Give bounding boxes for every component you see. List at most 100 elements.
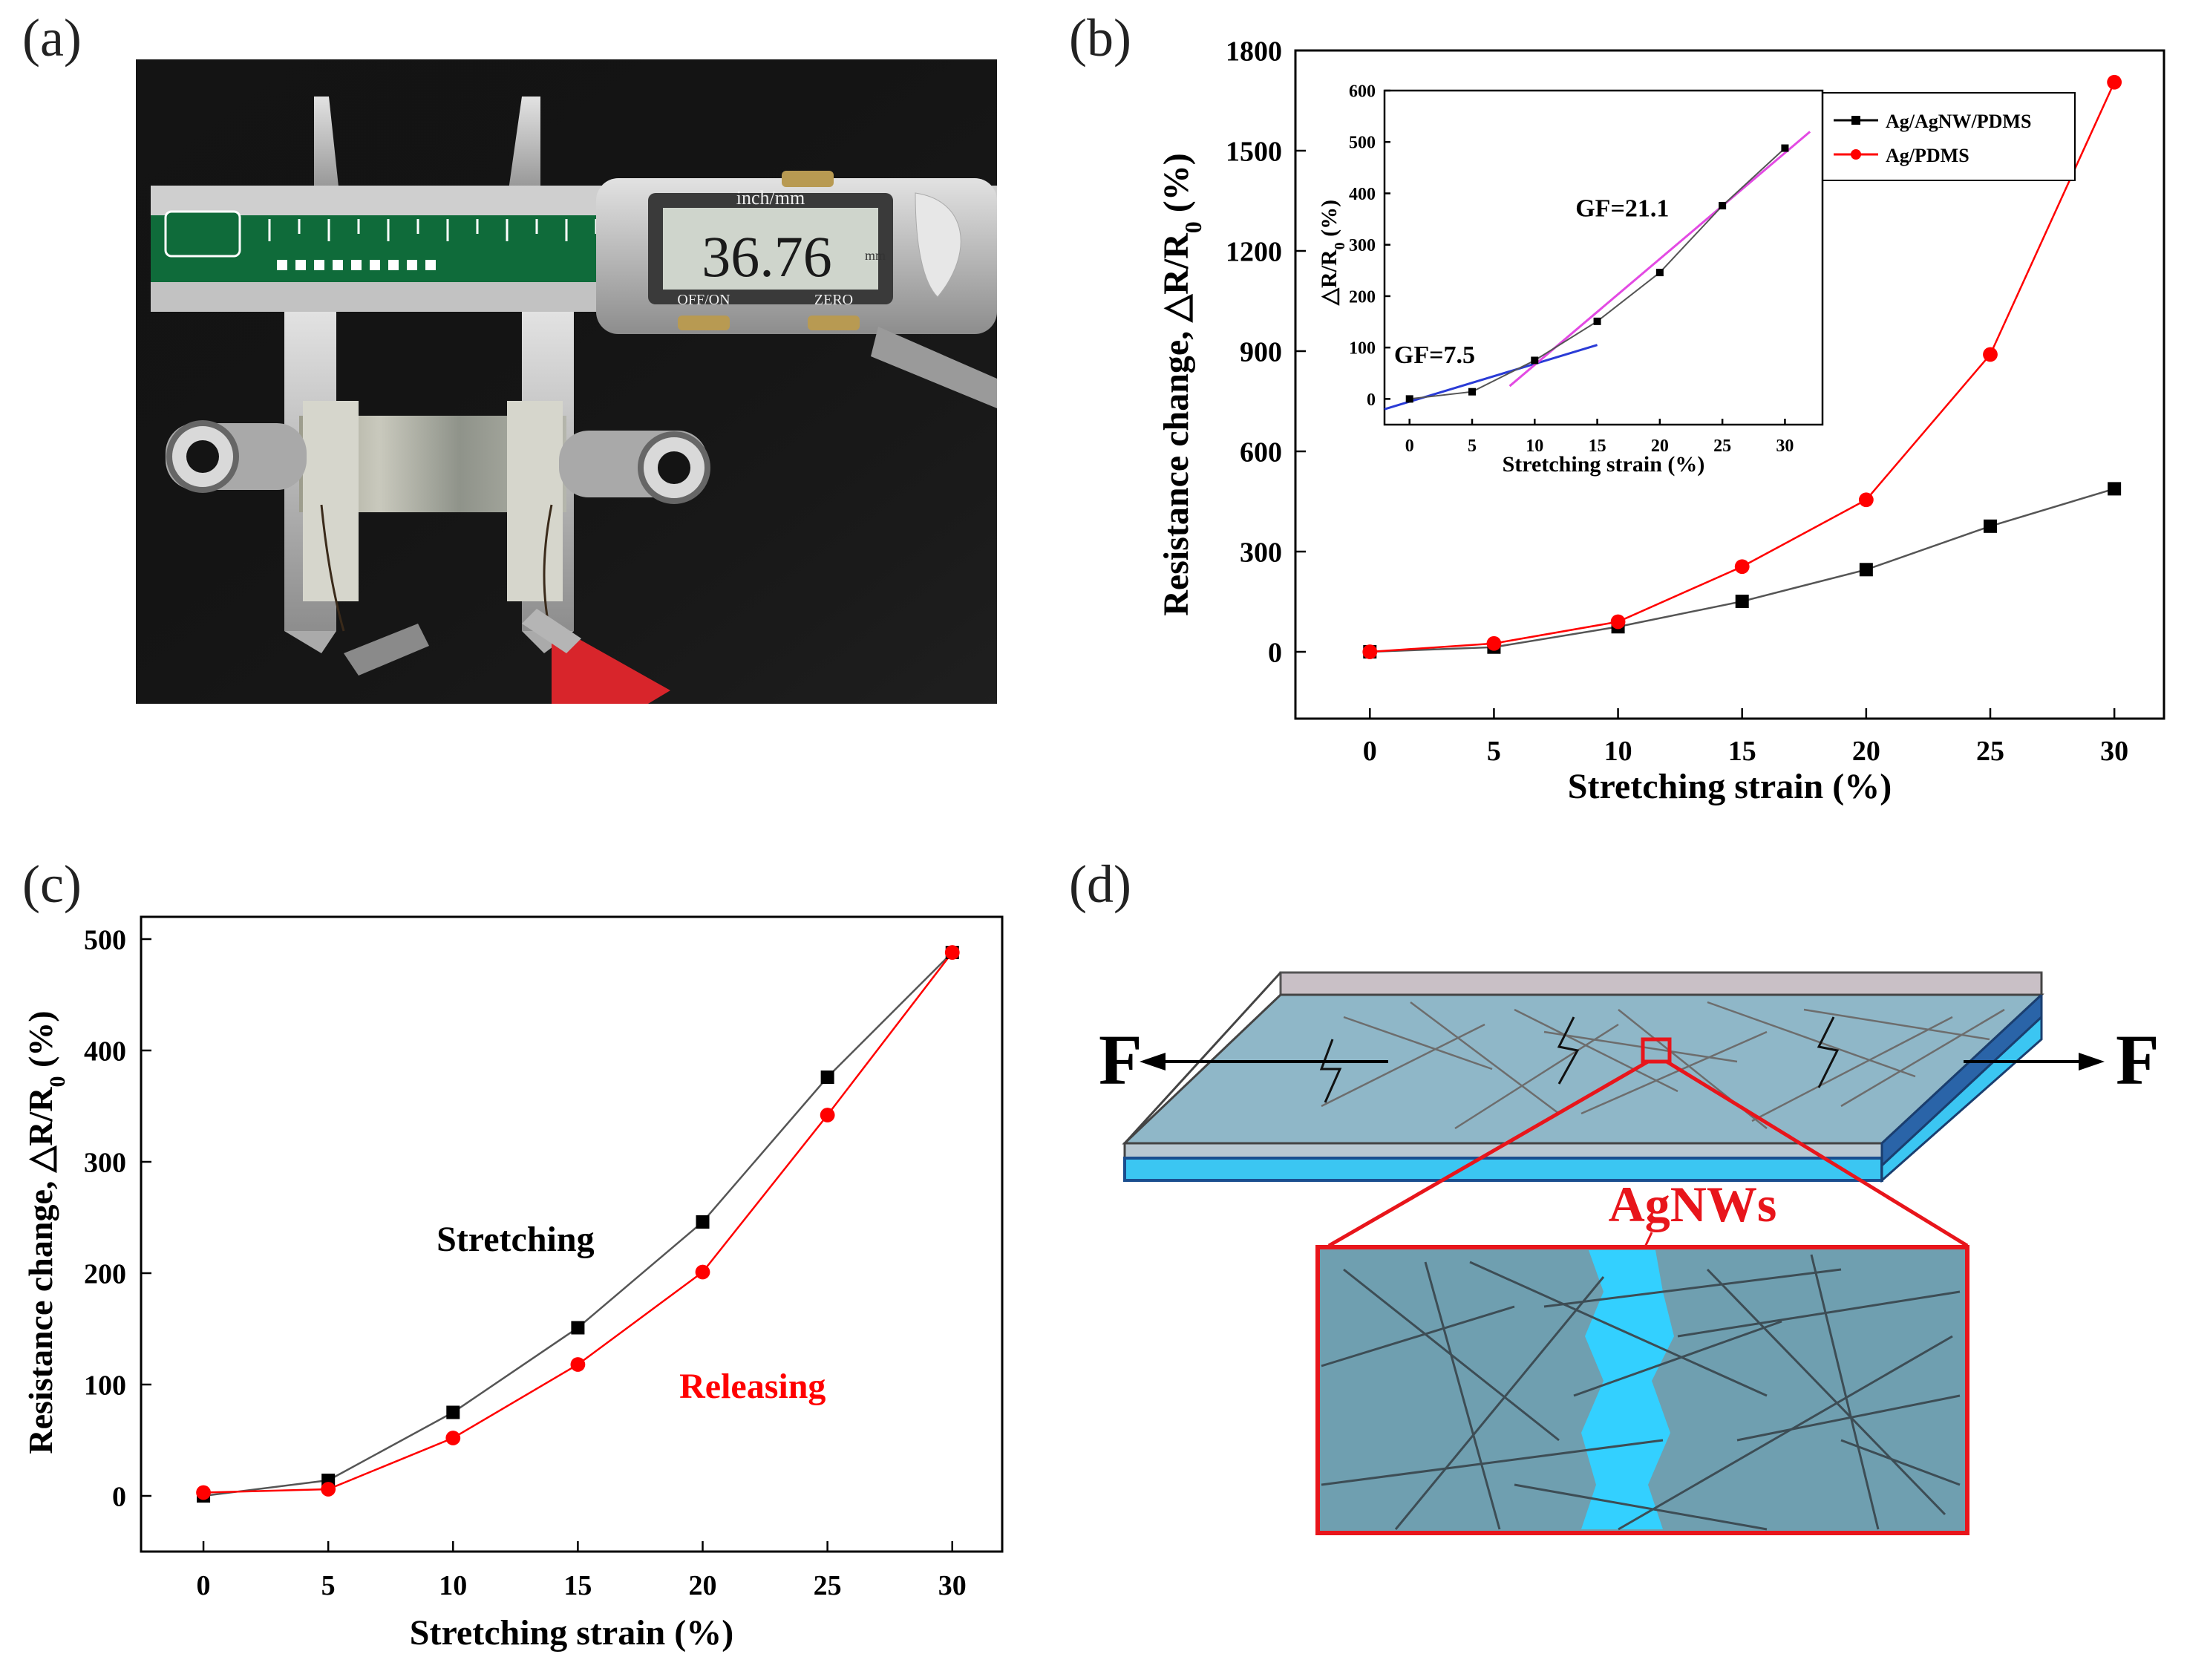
- chart-b-ylabel: Resistance change, △R/R0 (%): [1157, 153, 1206, 616]
- chart-c-point-circle: [196, 1485, 211, 1500]
- inset-xtick-label: 30: [1776, 437, 1794, 456]
- chart-c-ylabel: Resistance change, △R/R0 (%): [22, 1010, 70, 1454]
- caliper-jaw-right-top: [507, 97, 540, 200]
- inset-xtick-label: 25: [1713, 437, 1731, 456]
- inset-point-square: [1405, 395, 1413, 403]
- chart-b-point-circle: [1983, 347, 1998, 362]
- inset-point-square: [1593, 317, 1601, 325]
- chart-b-point-circle: [1486, 635, 1502, 651]
- chart-b-point-square: [2108, 482, 2122, 496]
- inset-xtick-label: 15: [1589, 437, 1606, 456]
- chart-c-ytick-label: 100: [84, 1370, 126, 1401]
- binder-clip-left: [166, 420, 307, 493]
- inset-ylabel: △R/R0 (%): [1317, 200, 1348, 306]
- chart-c-point-circle: [944, 945, 960, 960]
- chart-b-point-circle: [1610, 614, 1626, 630]
- chart-c-ytick-label: 500: [84, 924, 126, 955]
- slab-nanowires: [1321, 1001, 2005, 1130]
- chart-b-xtick-label: 15: [1728, 736, 1756, 767]
- chart-b-ytick-label: 300: [1240, 537, 1282, 568]
- force-label-left: F: [1099, 1020, 1142, 1099]
- chart-b-point-circle: [2107, 74, 2122, 90]
- alligator-clip-red: [552, 624, 670, 704]
- caliper-photo: inch/mm 36.76 mm OFF/ON ZERO: [136, 59, 997, 704]
- chart-b-xtick-label: 5: [1487, 736, 1501, 767]
- chart-b-xtick-label: 20: [1852, 736, 1880, 767]
- inset-ytick-label: 400: [1349, 185, 1376, 204]
- inset-xlabel: Stretching strain (%): [1503, 452, 1705, 477]
- agnws-label: AgNWs: [1609, 1176, 1777, 1232]
- chart-c-xtick-label: 5: [321, 1570, 336, 1601]
- inset-point-square: [1781, 144, 1789, 152]
- chart-b-legend: Ag/AgNW/PDMS Ag/PDMS: [1822, 92, 2076, 181]
- inset-annotation-1: GF=7.5: [1394, 341, 1475, 369]
- inset-fit-line-2: [1508, 131, 1811, 388]
- chart-c-xlabel: Stretching strain (%): [410, 1613, 733, 1653]
- zero-label: ZERO: [814, 292, 853, 308]
- lcd-unit-suffix: mm: [865, 248, 886, 263]
- inset-ytick-label: 300: [1349, 236, 1376, 255]
- chart-b-point-square: [1859, 563, 1873, 577]
- lcd-unit-label: inch/mm: [736, 187, 805, 209]
- chart-c-point-square: [820, 1071, 834, 1084]
- binder-clip-right: [559, 431, 710, 504]
- lcd-display: [663, 208, 878, 290]
- chart-b-xtick-label: 25: [1976, 736, 2004, 767]
- zoom-marker: [1641, 1037, 1672, 1064]
- panel-label-d: (d): [1069, 854, 1131, 914]
- inset-point-square: [1468, 388, 1476, 396]
- chart-c-frame: [140, 915, 1004, 1553]
- chart-b-ytick-label: 1200: [1226, 236, 1282, 267]
- chart-c-xtick-label: 15: [563, 1570, 592, 1601]
- chart-c-ytick-label: 300: [84, 1147, 126, 1178]
- chart-c-xtick-label: 30: [938, 1570, 967, 1601]
- inset-fit-line-1: [1384, 344, 1598, 411]
- chart-b-ytick-label: 0: [1268, 637, 1282, 668]
- chart-c-point-circle: [820, 1108, 835, 1122]
- chart-b-point-square: [1984, 519, 1997, 533]
- inset-ytick-label: 200: [1349, 287, 1376, 307]
- chart-b-point-circle: [1734, 559, 1750, 575]
- chart-b-frame: [1294, 49, 2165, 720]
- chart-c-xtick-label: 25: [814, 1570, 842, 1601]
- off-on-label: OFF/ON: [677, 292, 730, 308]
- inset-ytick-label: 100: [1349, 339, 1376, 359]
- chart-c-point-circle: [695, 1264, 710, 1280]
- legend-series-2: Ag/PDMS: [1886, 145, 1969, 166]
- force-label-right: F: [2116, 1020, 2160, 1099]
- panel-label-b: (b): [1069, 8, 1131, 68]
- chart-c-point-circle: [445, 1431, 461, 1445]
- lcd-reading: 36.76: [702, 224, 832, 289]
- chart-b-ytick-label: 1500: [1226, 136, 1282, 167]
- force-arrow-right: [1964, 1053, 2105, 1071]
- inset-frame: [1383, 89, 1824, 426]
- schematic-d: F F AgNWs: [1099, 971, 2160, 1535]
- inset-xtick-label: 0: [1405, 437, 1414, 456]
- chart-c-xtick-label: 0: [197, 1570, 211, 1601]
- chart-b-ytick-label: 600: [1240, 437, 1282, 468]
- inset-xtick-label: 20: [1651, 437, 1669, 456]
- film-slab: [1122, 971, 2044, 1183]
- chart-b-ytick-label: 1800: [1226, 36, 1282, 67]
- legend-series-1: Ag/AgNW/PDMS: [1886, 111, 2031, 132]
- chart-c-annotation-2: Releasing: [679, 1367, 826, 1406]
- chart-c-annotation-1: Stretching: [437, 1220, 594, 1259]
- chart-c-point-square: [446, 1405, 460, 1419]
- chart-c-ytick-label: 200: [84, 1258, 126, 1290]
- inset-xtick-label: 10: [1526, 437, 1543, 456]
- chart-b-xtick-label: 30: [2100, 736, 2128, 767]
- chart-b-point-circle: [1362, 644, 1378, 659]
- inset-ytick-label: 0: [1367, 390, 1376, 410]
- chart-c-ytick-label: 0: [112, 1481, 126, 1512]
- slab-cracks: [1319, 1016, 1840, 1103]
- chart-c-xtick-label: 10: [439, 1570, 467, 1601]
- inset-ytick-label: 500: [1349, 134, 1376, 153]
- chart-c-xtick-label: 20: [689, 1570, 717, 1601]
- crack-region: [1581, 1250, 1674, 1529]
- chart-b-xlabel: Stretching strain (%): [1568, 767, 1892, 806]
- panel-label-c: (c): [22, 854, 82, 914]
- force-arrow-left: [1140, 1053, 1388, 1071]
- inset-ytick-label: 600: [1349, 82, 1376, 101]
